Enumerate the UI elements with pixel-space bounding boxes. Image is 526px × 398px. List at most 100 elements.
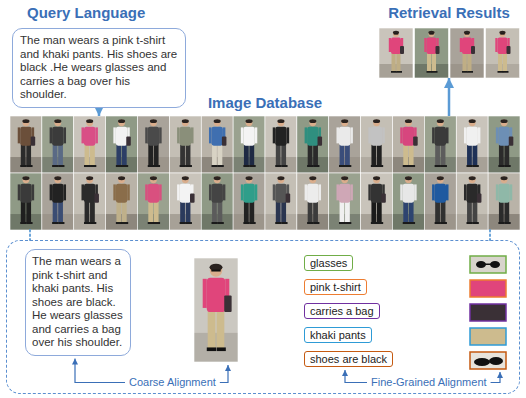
arm (336, 127, 339, 143)
bag (507, 46, 511, 54)
hair (469, 176, 476, 180)
leg (313, 202, 318, 223)
person-photo (379, 28, 413, 78)
shoe (275, 222, 281, 224)
torso (180, 127, 191, 146)
photo-frame (42, 173, 74, 230)
glasses (500, 33, 505, 35)
hair (118, 119, 125, 123)
photo-frame (10, 116, 42, 173)
leg (467, 202, 472, 223)
shoe (20, 165, 26, 167)
photo-ground (201, 116, 233, 173)
torso (391, 38, 401, 55)
photo-ground (233, 116, 265, 173)
photo-floor (194, 333, 238, 362)
leg (186, 202, 191, 223)
torso (403, 184, 414, 203)
hair (501, 176, 508, 180)
photo-ground (450, 28, 484, 78)
head (429, 31, 435, 37)
arm (336, 184, 339, 200)
torso (371, 127, 382, 146)
shoe (467, 71, 473, 73)
leg (208, 310, 216, 348)
shoe (339, 222, 345, 224)
photo-floor (42, 157, 74, 173)
torso (339, 127, 350, 146)
head (182, 176, 189, 183)
leg (403, 202, 408, 223)
shoe (432, 71, 438, 73)
photo-ground (424, 116, 456, 173)
head (150, 119, 157, 126)
crop-ground (470, 328, 506, 345)
photo-floor (138, 157, 170, 173)
hair (277, 119, 284, 123)
flow-arrow (448, 78, 451, 116)
leg (432, 53, 436, 72)
leg (180, 202, 185, 223)
leg (308, 202, 313, 223)
photo-floor (10, 157, 42, 173)
head (246, 176, 253, 183)
photo-frame (424, 173, 456, 230)
photo-ground (201, 173, 233, 230)
head (54, 176, 61, 183)
arm (350, 127, 353, 143)
leg (308, 145, 313, 166)
arm (400, 184, 403, 200)
photo-floor (265, 157, 297, 173)
leg (180, 145, 185, 166)
glasses (465, 33, 470, 35)
arm (368, 184, 371, 200)
photo-floor (233, 157, 265, 173)
arm (446, 184, 449, 200)
shoe (371, 222, 377, 224)
person-photo (488, 116, 520, 173)
phrase-label: shoes are black (310, 352, 387, 366)
bag (126, 137, 131, 146)
photo-floor (169, 214, 201, 230)
head (464, 31, 470, 37)
arm (460, 38, 462, 52)
leg (26, 145, 31, 166)
leg (244, 145, 249, 166)
hair (499, 31, 505, 35)
torso (20, 184, 31, 203)
photo-frame (393, 173, 425, 230)
crop-ground (470, 280, 506, 297)
person-photo (10, 116, 42, 173)
arm (464, 127, 467, 143)
person-photo (329, 173, 361, 230)
bag (94, 194, 99, 203)
photo-ground (486, 28, 520, 78)
hair (437, 119, 444, 123)
arm (50, 184, 53, 200)
shoe (281, 222, 287, 224)
photo-frame (169, 116, 201, 173)
arm (287, 127, 290, 143)
photo-floor (361, 157, 393, 173)
photo-floor (201, 214, 233, 230)
leg (58, 145, 63, 166)
person-photo (169, 116, 201, 173)
photo-ground (138, 173, 170, 230)
leg (377, 145, 382, 166)
hair (54, 119, 61, 123)
shoe (243, 165, 249, 167)
shoe (122, 222, 128, 224)
shoe (403, 222, 409, 224)
dotted-link (489, 230, 491, 240)
head (278, 119, 285, 126)
shoe (441, 222, 447, 224)
shoe (396, 71, 402, 73)
arm (350, 184, 353, 200)
shoe (186, 165, 192, 167)
hair (214, 176, 221, 180)
arm (446, 127, 449, 143)
phrase-label: khaki pants (310, 328, 366, 342)
torso (427, 38, 437, 55)
photo-floor (450, 64, 484, 78)
shoe (90, 222, 96, 224)
